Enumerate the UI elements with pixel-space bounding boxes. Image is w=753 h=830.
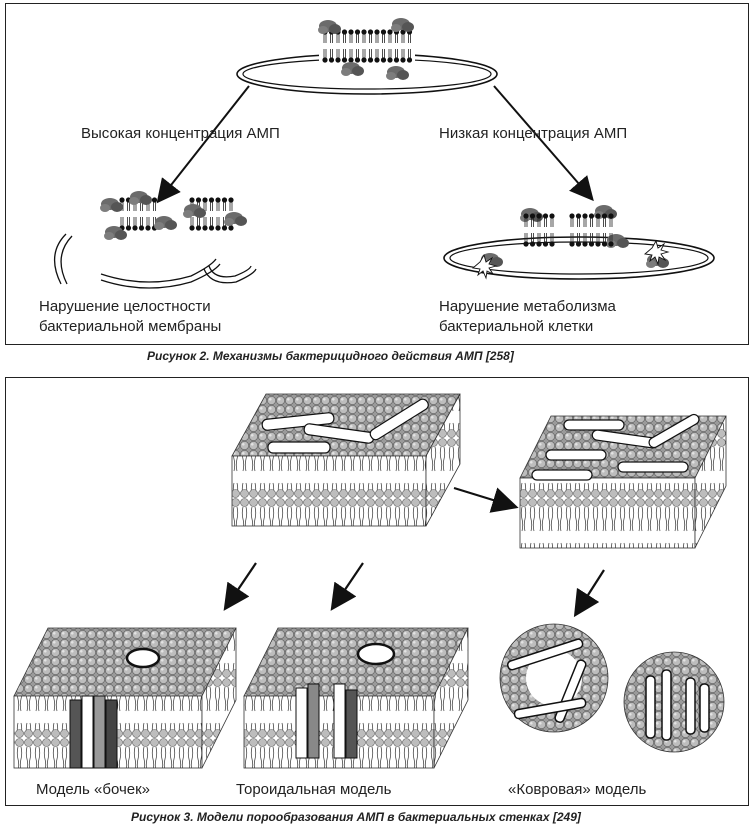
membrane-block-initial: [231, 393, 461, 527]
membrane-block-carpet: [519, 413, 727, 549]
label-toroidal-model: Тороидальная модель: [236, 781, 392, 798]
figure-2-illustration: [54, 18, 715, 289]
result-right-line1: Нарушение метаболизма: [439, 298, 616, 315]
figure-3-panel: Модель «бочек» Тороидальная модель «Ковр…: [5, 377, 749, 806]
label-barrel-model: Модель «бочек»: [36, 781, 151, 798]
figure-2-panel: Высокая концентрация АМП Низкая концентр…: [5, 3, 749, 345]
arrow-high: [156, 85, 250, 204]
label-low-concentration: Низкая концентрация АМП: [439, 125, 628, 142]
membrane-block-barrel: [13, 627, 237, 769]
micelle-2: [623, 651, 725, 753]
result-left-line1: Нарушение целостности: [39, 298, 211, 315]
figure-3-caption: Рисунок 3. Модели порообразования АМП в …: [131, 810, 581, 824]
result-left-line2: бактериальной мембраны: [39, 318, 222, 335]
arrow-low: [493, 85, 594, 202]
label-carpet-model: «Ковровая» модель: [508, 781, 647, 798]
bacterial-cell-right: [443, 205, 715, 280]
result-right-line2: бактериальной клетки: [439, 318, 594, 335]
membrane-fragments: [54, 233, 257, 289]
figure-3-illustration: [13, 393, 727, 769]
bacterial-cell-top: [236, 18, 498, 95]
figure-2-caption: Рисунок 2. Механизмы бактерицидного дейс…: [147, 349, 514, 363]
label-high-concentration: Высокая концентрация АМП: [81, 125, 280, 142]
micelle-1: [499, 623, 609, 733]
membrane-block-toroidal: [243, 627, 469, 769]
membrane-pores-left: [100, 191, 247, 240]
